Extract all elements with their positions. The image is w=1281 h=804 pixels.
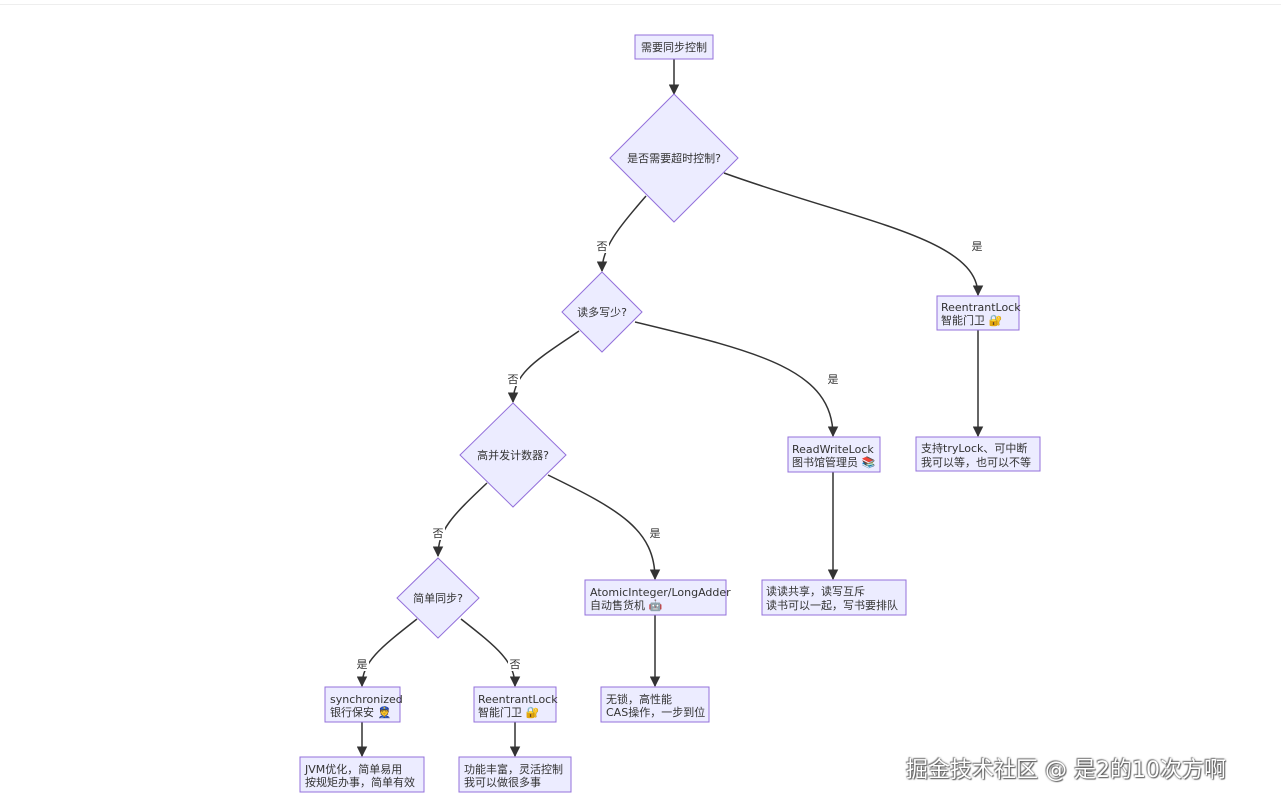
- edge-counter-no: [432, 482, 488, 558]
- svg-text:AtomicInteger/LongAdder: AtomicInteger/LongAdder: [590, 586, 731, 599]
- edge-label-timeout-no: 否: [595, 239, 609, 253]
- edge-label-read-yes: 是: [826, 372, 840, 386]
- svg-text:简单同步?: 简单同步?: [413, 591, 463, 605]
- svg-text:自动售货机 🤖: 自动售货机 🤖: [590, 598, 662, 612]
- edge-label-counter-no: 否: [431, 526, 445, 540]
- reentrant-lock-top-desc-node: 支持tryLock、可中断 我可以等，也可以不等: [915, 436, 1041, 472]
- decision-simple: 简单同步?: [396, 557, 480, 639]
- svg-text:我可以等，也可以不等: 我可以等，也可以不等: [921, 455, 1031, 469]
- svg-text:智能门卫 🔐: 智能门卫 🔐: [478, 705, 539, 719]
- start-node: 需要同步控制: [634, 34, 714, 60]
- svg-text:智能门卫 🔐: 智能门卫 🔐: [941, 313, 1002, 327]
- edge-label-timeout-yes: 是: [970, 239, 984, 253]
- svg-text:否: 否: [510, 658, 521, 671]
- svg-text:我可以做很多事: 我可以做很多事: [464, 775, 541, 789]
- decision-timeout: 是否需要超时控制?: [609, 93, 739, 223]
- edge-label-simple-no: 否: [508, 657, 522, 671]
- edge-timeout-no: [596, 195, 647, 273]
- edge-simple-no: [460, 618, 521, 688]
- svg-text:synchronized: synchronized: [330, 693, 403, 706]
- svg-text:CAS操作，一步到位: CAS操作，一步到位: [606, 705, 705, 719]
- decision-counter: 高并发计数器?: [459, 402, 567, 508]
- svg-text:无锁，高性能: 无锁，高性能: [606, 692, 672, 706]
- edge-simple-yes: [356, 618, 418, 688]
- svg-text:图书馆管理员 📚: 图书馆管理员 📚: [792, 455, 875, 469]
- svg-text:高并发计数器?: 高并发计数器?: [477, 448, 549, 462]
- svg-text:JVM优化，简单易用: JVM优化，简单易用: [304, 762, 402, 776]
- edge-label-read-no: 否: [506, 372, 520, 386]
- svg-text:是否需要超时控制?: 是否需要超时控制?: [627, 151, 721, 165]
- read-write-lock-desc-node: 读读共享，读写互斥 读书可以一起，写书要排队: [761, 579, 907, 616]
- svg-text:是: 是: [650, 527, 661, 540]
- svg-text:ReentrantLock: ReentrantLock: [478, 693, 558, 706]
- svg-text:读书可以一起，写书要排队: 读书可以一起，写书要排队: [766, 598, 898, 612]
- decision-read-heavy: 读多写少?: [561, 271, 643, 353]
- svg-text:否: 否: [597, 240, 608, 253]
- edge-read-yes: [634, 321, 839, 438]
- edge-read-no: [507, 330, 580, 404]
- edge-label-counter-yes: 是: [648, 526, 662, 540]
- edge-counter-yes: [547, 474, 661, 581]
- svg-text:按规矩办事，简单有效: 按规矩办事，简单有效: [305, 775, 415, 789]
- watermark: 掘金技术社区 @ 是2的10次方啊: [906, 758, 1226, 783]
- svg-text:支持tryLock、可中断: 支持tryLock、可中断: [921, 441, 1027, 455]
- read-write-lock-node: ReadWriteLock 图书馆管理员 📚: [787, 436, 881, 473]
- synchronized-node: synchronized 银行保安 👮: [324, 686, 403, 723]
- atomic-node: AtomicInteger/LongAdder 自动售货机 🤖: [584, 579, 731, 616]
- svg-text:否: 否: [508, 373, 519, 386]
- synchronized-desc-node: JVM优化，简单易用 按规矩办事，简单有效: [299, 756, 425, 793]
- svg-text:读多写少?: 读多写少?: [577, 305, 627, 319]
- svg-text:ReadWriteLock: ReadWriteLock: [792, 443, 874, 456]
- reentrant-lock-top-node: ReentrantLock 智能门卫 🔐: [936, 295, 1021, 331]
- reentrant-lock-bottom-node: ReentrantLock 智能门卫 🔐: [473, 686, 558, 723]
- reentrant-lock-bottom-desc-node: 功能丰富，灵活控制 我可以做很多事: [458, 756, 572, 793]
- svg-text:银行保安 👮: 银行保安 👮: [330, 705, 391, 719]
- svg-text:否: 否: [433, 527, 444, 540]
- top-divider: [0, 4, 1281, 5]
- edge-timeout-yes: [723, 172, 984, 297]
- svg-text:是: 是: [972, 240, 983, 253]
- svg-text:ReentrantLock: ReentrantLock: [941, 301, 1021, 314]
- edge-label-simple-yes: 是: [355, 657, 369, 671]
- svg-text:读读共享，读写互斥: 读读共享，读写互斥: [766, 584, 865, 598]
- svg-text:是: 是: [357, 658, 368, 671]
- atomic-desc-node: 无锁，高性能 CAS操作，一步到位: [600, 686, 710, 723]
- svg-text:功能丰富，灵活控制: 功能丰富，灵活控制: [464, 762, 563, 776]
- svg-text:是: 是: [828, 373, 839, 386]
- svg-text:需要同步控制: 需要同步控制: [641, 40, 707, 54]
